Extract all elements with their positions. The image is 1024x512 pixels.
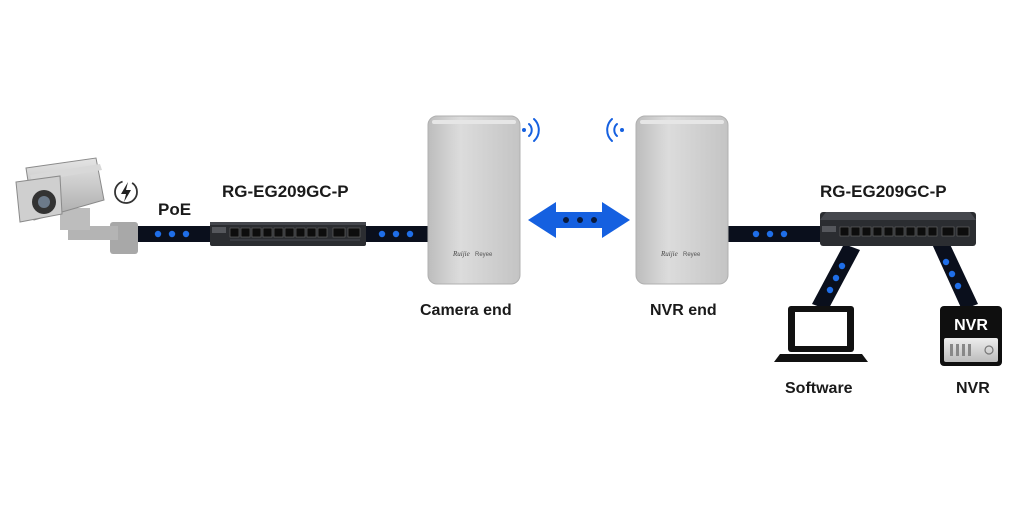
software-label: Software [785, 380, 853, 397]
poe-label: PoE [158, 200, 192, 219]
nvr-badge-text: NVR [954, 317, 988, 334]
switch-to-software-link [812, 244, 860, 310]
left-switch-model-label: RG-EG209GC-P [222, 182, 349, 201]
wifi-signal-left-icon [606, 118, 624, 142]
left-switch-device [210, 222, 366, 246]
nvr-device-icon: NVR [940, 306, 1002, 366]
wifi-signal-right-icon [522, 118, 540, 142]
cpe-camera-end-device: Ruijie Reyee [427, 115, 521, 285]
lightning-bolt-circle-icon [114, 180, 138, 204]
cpe-subbrand-logo: Reyee [475, 252, 493, 258]
nvr-end-label: NVR end [650, 302, 717, 319]
poe-link [138, 226, 212, 242]
switch-to-cpe-link-left [365, 226, 429, 242]
cpe-subbrand-logo: Reyee [683, 252, 701, 258]
ip-camera-icon [15, 157, 138, 254]
right-switch-device [820, 212, 976, 246]
nvr-label: NVR [956, 380, 990, 397]
wireless-link-arrow-icon [528, 202, 630, 238]
right-switch-model-label: RG-EG209GC-P [820, 182, 947, 201]
camera-end-label: Camera end [420, 302, 512, 319]
cpe-to-switch-link-right [726, 226, 822, 242]
switch-to-nvr-link [932, 240, 978, 310]
cpe-brand-logo: Ruijie [452, 250, 470, 258]
cpe-nvr-end-device: Ruijie Reyee [635, 115, 729, 285]
laptop-icon [774, 306, 868, 362]
cpe-brand-logo: Ruijie [660, 250, 678, 258]
